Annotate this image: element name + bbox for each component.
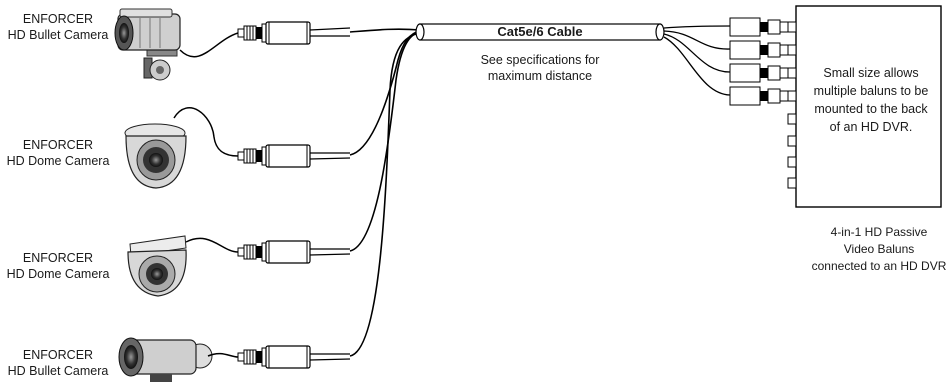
cat5-cable (415, 23, 665, 41)
dvr-fanout-wires (663, 25, 731, 96)
camera-type: HD Bullet Camera (7, 28, 109, 42)
camera-wires (173, 32, 239, 358)
bnc-balun-icon (237, 345, 311, 369)
dvr-description: Small size allows multiple baluns to be … (813, 66, 929, 134)
dvr-icon (787, 5, 942, 208)
balun-caption: 4-in-1 HD Passive Video Baluns connected… (811, 225, 947, 273)
camera-brand: ENFORCER (22, 251, 94, 265)
bnc-balun-icon (237, 240, 311, 264)
bnc-balun-icon (237, 144, 311, 168)
bnc-balun-icon (237, 21, 311, 45)
camera-brand: ENFORCER (22, 348, 94, 362)
balun-pigtails (309, 27, 351, 361)
four-in-one-balun-icon (729, 17, 789, 106)
camera-label: ENFORCER HD Bullet Camera (0, 11, 118, 43)
cat5-runs (349, 28, 421, 357)
camera-type: HD Bullet Camera (7, 364, 109, 378)
camera-label: ENFORCER HD Bullet Camera (0, 347, 118, 379)
camera-type: HD Dome Camera (6, 267, 110, 281)
bullet-camera-icon (114, 8, 181, 81)
camera-label: ENFORCER HD Dome Camera (0, 250, 118, 282)
dome-camera-icon (124, 123, 187, 189)
cable-note: See specifications for maximum distance (480, 53, 600, 83)
camera-label: ENFORCER HD Dome Camera (0, 137, 118, 169)
bullet-camera-icon (118, 337, 213, 382)
dome-camera-icon (127, 235, 187, 297)
camera-brand: ENFORCER (22, 138, 94, 152)
camera-brand: ENFORCER (22, 12, 94, 26)
camera-type: HD Dome Camera (6, 154, 110, 168)
cable-title: Cat5e/6 Cable (497, 24, 583, 39)
